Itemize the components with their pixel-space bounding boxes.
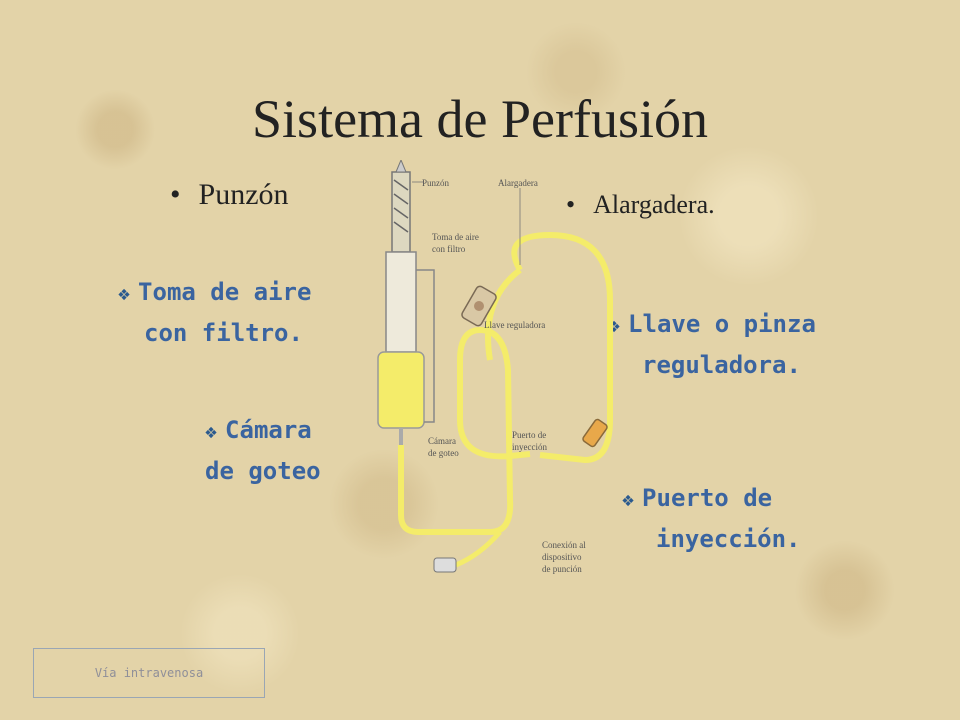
label-punzon: Punzón [422, 178, 450, 188]
sub-item-line1: Toma de aire [138, 278, 312, 306]
sub-item-camara-goteo: ❖ Cámara de goteo [205, 410, 321, 491]
label-llave: Llave reguladora [484, 320, 545, 330]
label-toma-filtro: con filtro [432, 244, 466, 254]
sub-item-line1: Cámara [225, 416, 312, 444]
air-filter-line [416, 269, 435, 423]
tubing-lower [398, 326, 531, 535]
tubing-upper [511, 231, 613, 464]
footer-box: Vía intravenosa [33, 648, 265, 698]
label-alargadera: Alargadera [498, 178, 538, 188]
sub-item-line2: de goteo [205, 457, 321, 485]
diamond-bullet-icon: ❖ [622, 487, 635, 511]
sub-item-puerto-inyeccion: ❖ Puerto de inyección. [622, 478, 801, 559]
label-conexion-puncion: de punción [542, 564, 582, 574]
sub-item-llave-pinza: ❖Llave o pinza reguladora. [608, 304, 816, 385]
connector-illustration [433, 530, 502, 573]
drip-chamber-illustration [377, 251, 425, 445]
label-camara-goteo: de goteo [428, 448, 459, 458]
infusion-set-diagram: Punzón Alargadera Toma de aire con filtr… [377, 160, 613, 574]
sub-item-toma-aire: ❖ Toma de aire con filtro. [118, 272, 311, 353]
tubing-loop [485, 267, 522, 361]
label-camara: Cámara [428, 436, 456, 446]
diamond-bullet-icon: ❖ [205, 419, 218, 443]
bullet-punzon: • Punzón [170, 178, 289, 212]
bullet-alargadera: • Alargadera. [566, 190, 715, 220]
sub-item-line2: reguladora. [642, 351, 801, 379]
roller-clamp-illustration [461, 285, 497, 327]
sub-item-line1: Llave o pinza [628, 310, 816, 338]
bullet-dot-icon: • [170, 178, 181, 211]
label-conexion: Conexión al [542, 540, 586, 550]
bullet-dot-icon: • [566, 190, 576, 219]
label-toma-aire: Toma de aire [432, 232, 479, 242]
label-puerto: Puerto de [512, 430, 546, 440]
sub-item-line2: inyección. [656, 525, 801, 553]
bullet-label: Alargadera. [593, 190, 715, 219]
bullet-label: Punzón [198, 178, 289, 211]
label-conexion-dispositivo: dispositivo [542, 552, 582, 562]
spike-illustration [391, 160, 411, 253]
injection-port-illustration [582, 418, 608, 448]
label-puerto-inyeccion: inyección [512, 442, 547, 452]
sub-item-line2: con filtro. [144, 319, 303, 347]
diamond-bullet-icon: ❖ [118, 281, 131, 305]
sub-item-line1: Puerto de [642, 484, 773, 512]
slide-title: Sistema de Perfusión [252, 89, 708, 149]
